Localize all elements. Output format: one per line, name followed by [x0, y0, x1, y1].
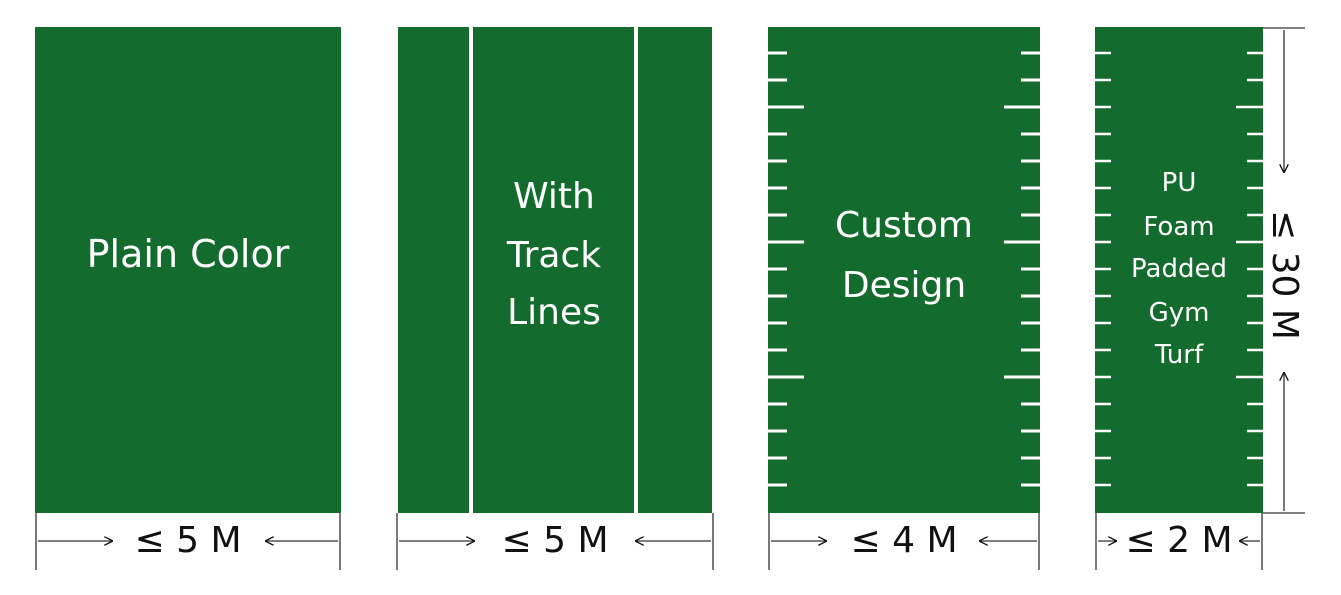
gym-turf-title-line-3: Padded [1131, 254, 1227, 284]
panel-3-width-dimension [768, 513, 1040, 570]
panel-3-width-label: ≤ 4 M [850, 520, 958, 561]
panel-2-width-label: ≤ 5 M [501, 520, 609, 561]
track-lines-title-line-1: With [513, 176, 595, 217]
track-line-left [469, 27, 473, 513]
panel-4-width-label: ≤ 2 M [1125, 520, 1233, 561]
track-line-right [634, 27, 638, 513]
track-lines-title-line-3: Lines [507, 292, 601, 333]
custom-design-title-line-1: Custom [835, 205, 973, 246]
custom-design-panel [768, 27, 1040, 513]
plain-color-panel [35, 27, 341, 513]
yard-ticks [768, 51, 1263, 487]
custom-design-title-line-2: Design [841, 265, 967, 306]
gym-turf-title-line-5: Turf [1154, 340, 1204, 370]
length-label: ≤ 30 M [1264, 210, 1305, 340]
track-lines-title-line-2: Track [506, 235, 602, 276]
gym-turf-title-line-1: PU [1161, 168, 1197, 198]
gym-turf-title-line-2: Foam [1143, 212, 1215, 242]
plain-color-title: Plain Color [86, 232, 290, 276]
panel-4-width-dimension [1095, 513, 1263, 570]
panel-1-width-label: ≤ 5 M [134, 520, 242, 561]
length-dimension [1263, 27, 1305, 514]
gym-turf-panel [1095, 27, 1263, 513]
panel-1-width-dimension [35, 513, 341, 570]
gym-turf-title-line-4: Gym [1148, 298, 1210, 328]
panel-2-width-dimension [396, 513, 714, 570]
track-lines-panel [398, 27, 712, 513]
